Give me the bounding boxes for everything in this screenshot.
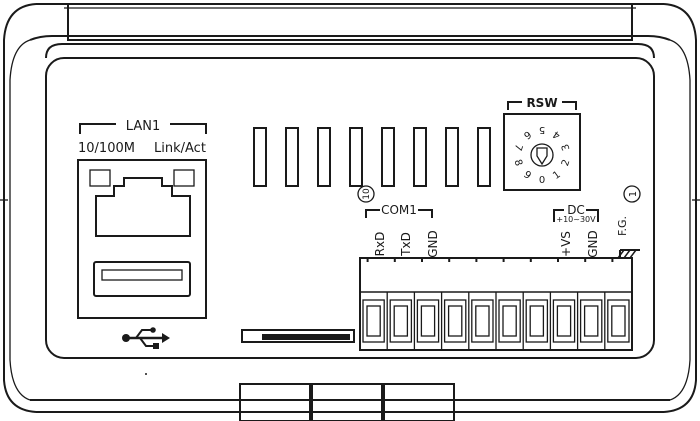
terminal-screw-inner [502, 305, 517, 337]
din-rail-clip[interactable] [241, 329, 355, 343]
terminal-screw-inner [611, 305, 626, 337]
rsw-digit-0: 0 [539, 175, 545, 186]
ground-symbol-icon [617, 249, 640, 259]
lan-section: LAN1 10/100M Link/Act [77, 119, 207, 349]
fg-label: F.G. [616, 216, 629, 236]
terminal-screw-inner [583, 305, 599, 337]
vent-slot [477, 127, 491, 187]
rsw-digit-8: 8 [512, 158, 524, 167]
terminal-screw-inner [529, 305, 545, 337]
com1-badge: 10 [362, 188, 372, 200]
lan-link-label: Link/Act [154, 141, 206, 156]
usb-trident-icon [122, 327, 170, 349]
bottom-latch-left [239, 383, 311, 421]
dc-pin-gnd: GND [586, 230, 600, 258]
com1-title: COM1 [381, 203, 417, 217]
terminal-screw-4[interactable] [443, 299, 467, 343]
usb-port[interactable] [93, 261, 191, 297]
terminal-screw-inner [475, 305, 490, 337]
vent-slot [349, 127, 363, 187]
lan-speed-led [89, 169, 111, 187]
dc-section: DC +10~30V +VS GND [553, 203, 600, 258]
terminal-block [359, 257, 633, 351]
vent-slot [253, 127, 267, 187]
com1-section: 10 COM1 RxD TxD GND [357, 185, 440, 258]
rotary-knob[interactable] [530, 143, 554, 167]
terminal-screw-inner [366, 305, 381, 337]
marking-dot [145, 373, 147, 375]
rotary-pointer [536, 147, 548, 166]
rsw-digit-9: 9 [521, 169, 533, 182]
terminal-screw-2[interactable] [389, 299, 413, 343]
com1-pin-rxd: RxD [373, 232, 387, 257]
vent-slot [413, 127, 427, 187]
terminal-screw-inner [420, 305, 436, 337]
terminal-screw-inner [447, 305, 463, 337]
terminal-screw-10[interactable] [607, 299, 630, 343]
bottom-latch-right [383, 383, 455, 421]
rsw-digit-6: 6 [521, 128, 533, 141]
terminal-screw-3[interactable] [416, 299, 440, 343]
com1-badge-circle [357, 185, 375, 203]
terminal-screw-inner [556, 305, 572, 337]
vent-slot [445, 127, 459, 187]
vent-slot [317, 127, 331, 187]
din-rail-clip-slot [262, 334, 350, 340]
terminal-screw-6[interactable] [498, 299, 521, 343]
rsw-digit-1: 1 [551, 169, 563, 182]
ventilation-slots [253, 127, 491, 187]
vent-slot [285, 127, 299, 187]
rsw-digit-7: 7 [512, 142, 524, 151]
front-panel [45, 57, 655, 359]
din-rail-clip-outer[interactable] [241, 329, 355, 343]
lan-speed-label: 10/100M [78, 141, 135, 156]
rj45-housing [77, 159, 207, 319]
dc-pin-vs: +VS [559, 231, 573, 257]
dc-range: +10~30V [556, 215, 596, 224]
rotary-switch-housing [503, 113, 581, 191]
rsw-title: RSW [526, 96, 557, 110]
housing [0, 3, 700, 421]
terminal-screw-9[interactable] [579, 299, 603, 343]
terminal-screw-5[interactable] [471, 299, 494, 343]
rsw-digit-5: 5 [539, 124, 545, 135]
com1-pin-txd: TxD [399, 232, 413, 257]
lan-link-led [173, 169, 195, 187]
rsw-digit-4: 4 [551, 128, 563, 141]
usb-port-tongue [101, 269, 183, 281]
vent-slot [381, 127, 395, 187]
dc-title: DC [567, 203, 585, 217]
terminal-screw-8[interactable] [552, 299, 576, 343]
fg-badge-circle [623, 185, 641, 203]
rj45-port[interactable] [95, 177, 191, 237]
frame-ground-section: 1 F.G. [616, 185, 641, 259]
fg-badge: 1 [628, 191, 639, 197]
com1-pin-gnd: GND [426, 230, 440, 258]
terminal-screw-inner [393, 305, 409, 337]
terminal-screw-7[interactable] [525, 299, 549, 343]
rsw-digit-2: 2 [560, 158, 572, 167]
rsw-digit-3: 3 [560, 142, 572, 151]
terminal-screw-1[interactable] [362, 299, 385, 343]
bottom-latch-mid [311, 383, 383, 421]
lan-title: LAN1 [126, 119, 160, 134]
